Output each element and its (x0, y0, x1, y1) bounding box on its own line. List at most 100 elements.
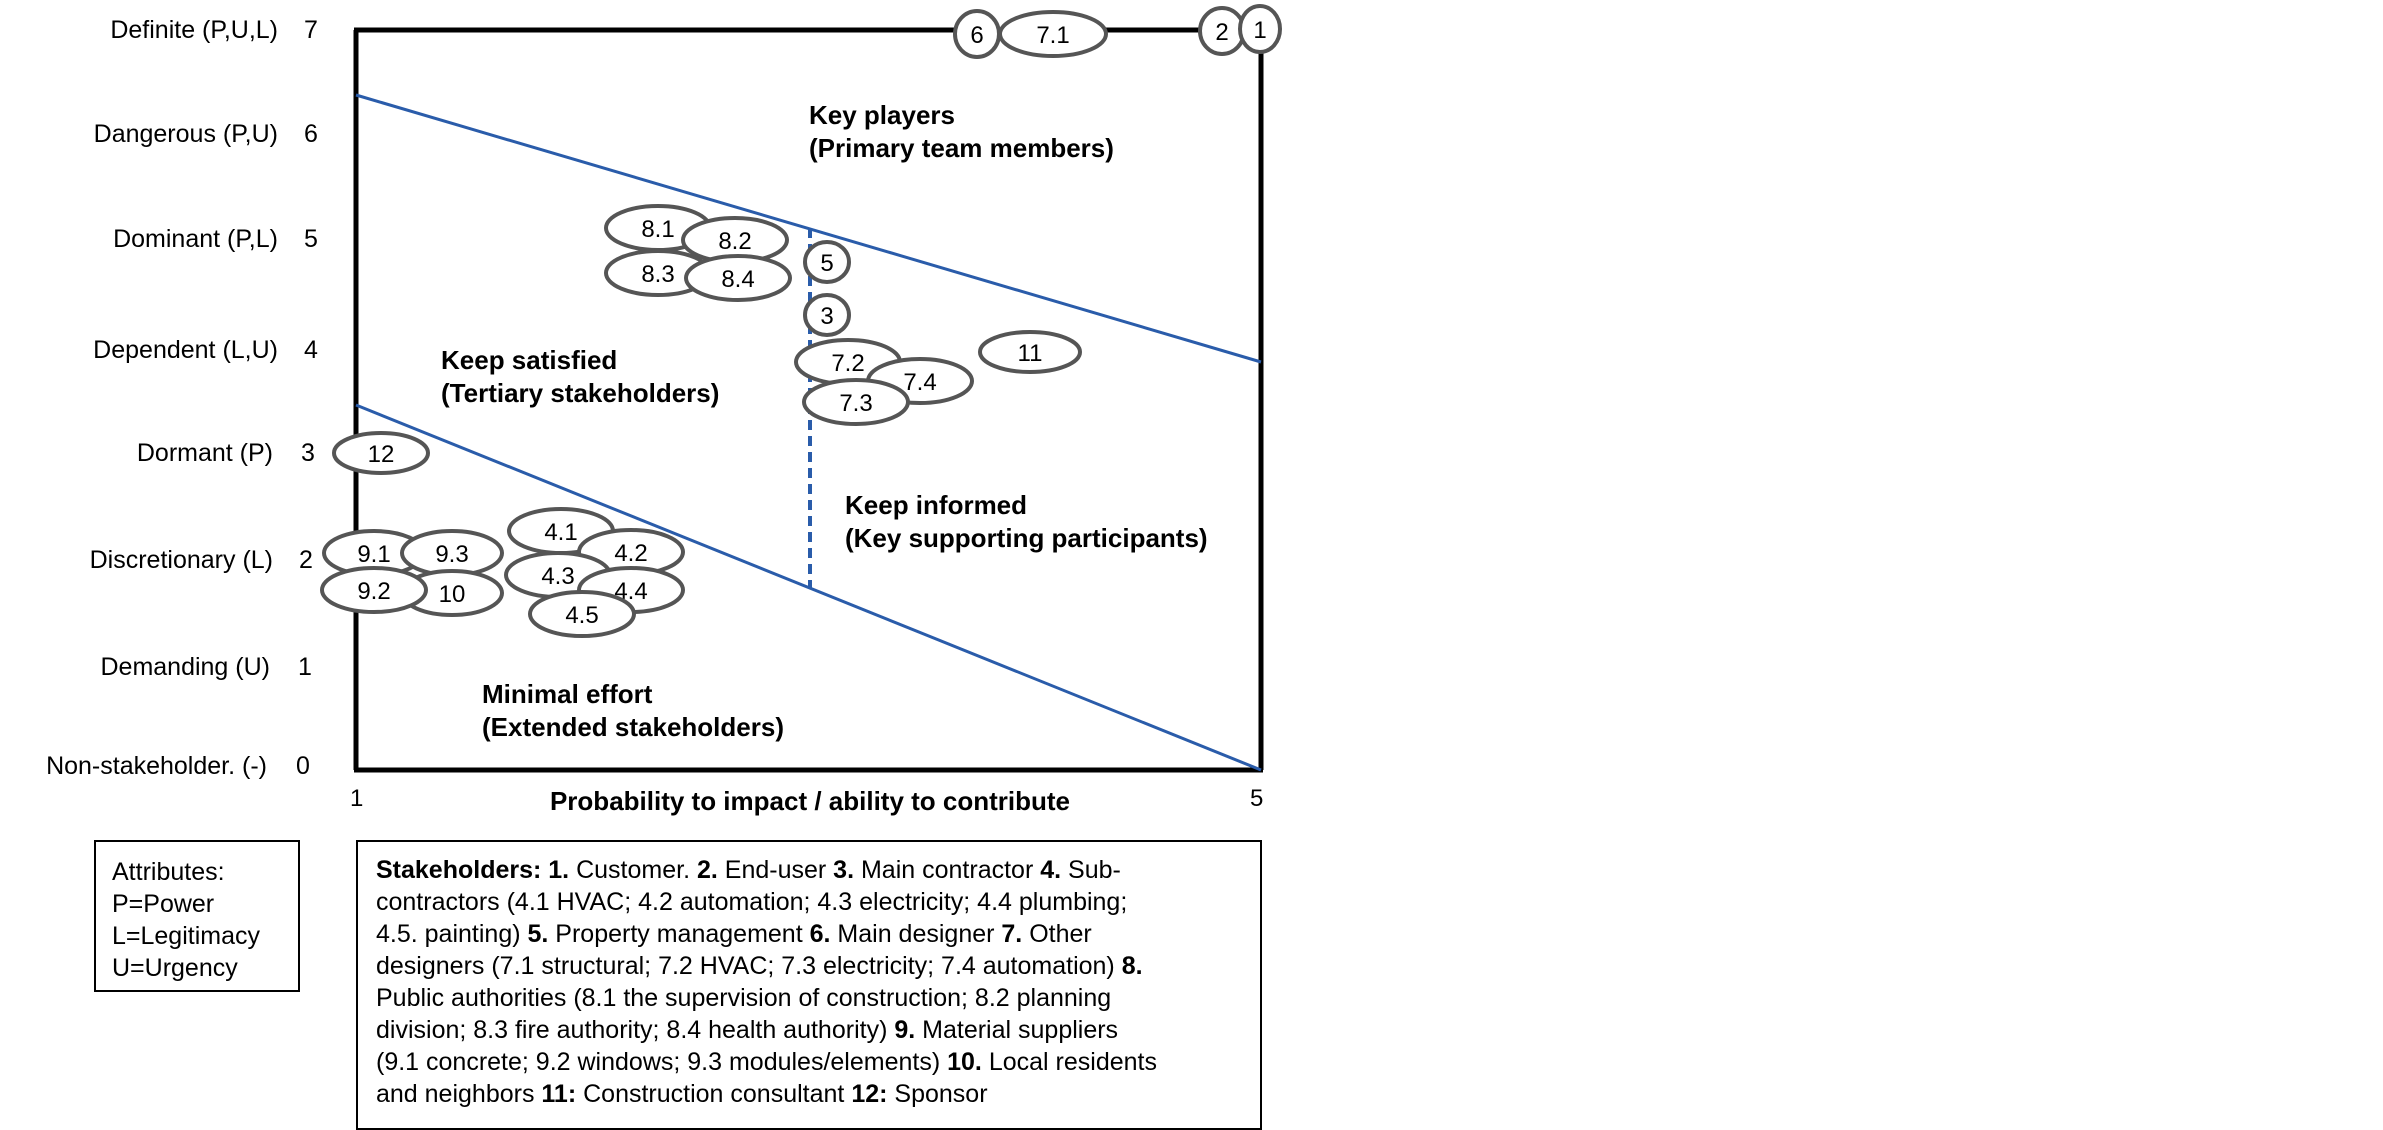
legend-line: Stakeholders: 1. Customer. 2. End-user 3… (376, 854, 1242, 886)
attributes-box: Attributes: P=Power L=Legitimacy U=Urgen… (94, 840, 300, 992)
legend-key: 5. (527, 920, 549, 948)
legend-line: and neighbors 11: Construction consultan… (376, 1078, 1242, 1110)
attributes-title: Attributes: (112, 858, 225, 886)
svg-text:4.1: 4.1 (544, 519, 577, 546)
stakeholder-oval: 8.4 (684, 254, 792, 302)
stakeholder-oval: 7.1 (998, 10, 1108, 58)
svg-text:8.2: 8.2 (718, 228, 751, 255)
x-axis-min-label: 1 (350, 785, 363, 812)
stakeholder-ovals: 6 7.1 2 1 8.1 8.2 8.3 8.4 5 3 11 7.2 7.4… (320, 4, 1282, 638)
y-tick: 6 (304, 120, 318, 148)
legend-text: Main designer (830, 920, 1002, 948)
y-label: Non-stakeholder. (-) (46, 752, 267, 780)
legend-text: End-user (717, 856, 834, 884)
y-label: Dormant (P) (137, 439, 273, 467)
svg-text:1: 1 (1253, 17, 1266, 44)
legend-text: division; 8.3 fire authority; 8.4 health… (376, 1016, 895, 1044)
stakeholder-oval: 10 (400, 569, 504, 617)
attribute-item: L=Legitimacy (112, 922, 260, 950)
stakeholder-oval: 11 (978, 330, 1082, 374)
legend-line: 4.5. painting) 5. Property management 6.… (376, 918, 1242, 950)
attribute-item: U=Urgency (112, 954, 238, 982)
legend-key: 4. (1040, 856, 1062, 884)
region-keep-informed-subtitle: (Key supporting participants) (845, 523, 1208, 553)
legend-line: division; 8.3 fire authority; 8.4 health… (376, 1014, 1242, 1046)
stakeholder-oval: 2 (1198, 6, 1246, 56)
y-label: Dominant (P,L) (113, 225, 278, 253)
region-minimal-effort-title: Minimal effort (482, 679, 653, 709)
stakeholder-oval: 1 (1238, 4, 1282, 54)
svg-text:7.2: 7.2 (831, 350, 864, 377)
legend-key: 10. (947, 1048, 982, 1076)
y-tick: 5 (304, 225, 318, 253)
y-label: Discretionary (L) (90, 546, 273, 574)
region-minimal-effort-subtitle: (Extended stakeholders) (482, 712, 784, 742)
svg-text:5: 5 (820, 250, 833, 277)
legend-line: Public authorities (8.1 the supervision … (376, 982, 1242, 1014)
svg-text:10: 10 (439, 581, 466, 608)
stakeholders-legend-box: Stakeholders: 1. Customer. 2. End-user 3… (356, 840, 1262, 1130)
y-label: Dangerous (P,U) (94, 120, 278, 148)
stakeholder-oval: 7.3 (802, 378, 910, 426)
svg-text:12: 12 (368, 441, 395, 468)
legend-text: (9.1 concrete; 9.2 windows; 9.3 modules/… (376, 1048, 948, 1076)
stakeholder-oval: 9.2 (320, 566, 428, 614)
stakeholder-oval: 8.3 (604, 249, 712, 297)
legend-text: designers (7.1 structural; 7.2 HVAC; 7.3… (376, 952, 1122, 980)
svg-text:11: 11 (1018, 340, 1043, 367)
x-axis-max-label: 5 (1250, 785, 1263, 812)
svg-text:4.5: 4.5 (565, 602, 598, 629)
attribute-item: P=Power (112, 890, 215, 918)
x-axis-title: Probability to impact / ability to contr… (550, 786, 1070, 816)
region-key-players-subtitle: (Primary team members) (809, 133, 1114, 163)
legend-key: 3. (833, 856, 855, 884)
stakeholder-oval: 4.5 (528, 590, 636, 638)
svg-text:6: 6 (970, 22, 983, 49)
legend-key: 9. (894, 1016, 916, 1044)
region-keep-satisfied-title: Keep satisfied (441, 345, 617, 375)
legend-text: Property management (548, 920, 810, 948)
legend-key: 7. (1001, 920, 1023, 948)
region-key-players-title: Key players (809, 100, 955, 130)
svg-text:7.1: 7.1 (1036, 22, 1069, 49)
legend-text: Sub- (1061, 856, 1121, 884)
svg-text:3: 3 (820, 303, 833, 330)
svg-text:8.3: 8.3 (641, 261, 674, 288)
region-keep-satisfied-subtitle: (Tertiary stakeholders) (441, 378, 719, 408)
legend-text: Main contractor (854, 856, 1041, 884)
legend-key: 12: (851, 1080, 888, 1108)
legend-text: Customer. (569, 856, 697, 884)
y-tick: 7 (304, 16, 318, 44)
legend-line: designers (7.1 structural; 7.2 HVAC; 7.3… (376, 950, 1242, 982)
stakeholder-oval: 8.2 (681, 216, 789, 264)
legend-key: 11: (541, 1080, 577, 1108)
y-tick: 0 (296, 752, 310, 780)
region-keep-informed-title: Keep informed (845, 490, 1027, 520)
svg-text:8.1: 8.1 (641, 216, 674, 243)
legend-line: (9.1 concrete; 9.2 windows; 9.3 modules/… (376, 1046, 1242, 1078)
legend-text: Material suppliers (915, 1016, 1119, 1044)
y-tick: 4 (304, 336, 318, 364)
y-tick: 3 (301, 439, 315, 467)
svg-text:9.2: 9.2 (357, 578, 390, 605)
legend-text: contractors (4.1 HVAC; 4.2 automation; 4… (376, 888, 1128, 916)
svg-text:4.3: 4.3 (541, 563, 574, 590)
stakeholder-oval: 12 (332, 431, 430, 475)
stakeholder-oval: 9.3 (400, 529, 504, 577)
legend-text: Other (1022, 920, 1092, 948)
y-label: Definite (P,U,L) (110, 16, 278, 44)
svg-text:2: 2 (1215, 19, 1228, 46)
legend-text: Public authorities (8.1 the supervision … (376, 984, 1112, 1012)
legend-text: and neighbors (376, 1080, 542, 1108)
legend-text: Local residents (981, 1048, 1157, 1076)
legend-text: 4.5. painting) (376, 920, 528, 948)
legend-text: Construction consultant (576, 1080, 852, 1108)
svg-text:4.2: 4.2 (614, 540, 647, 567)
svg-text:9.3: 9.3 (435, 541, 468, 568)
y-tick: 1 (298, 653, 312, 681)
legend-key: 6. (809, 920, 831, 948)
stakeholder-oval: 3 (803, 293, 851, 337)
svg-text:8.4: 8.4 (721, 266, 754, 293)
y-label: Dependent (L,U) (93, 336, 278, 364)
